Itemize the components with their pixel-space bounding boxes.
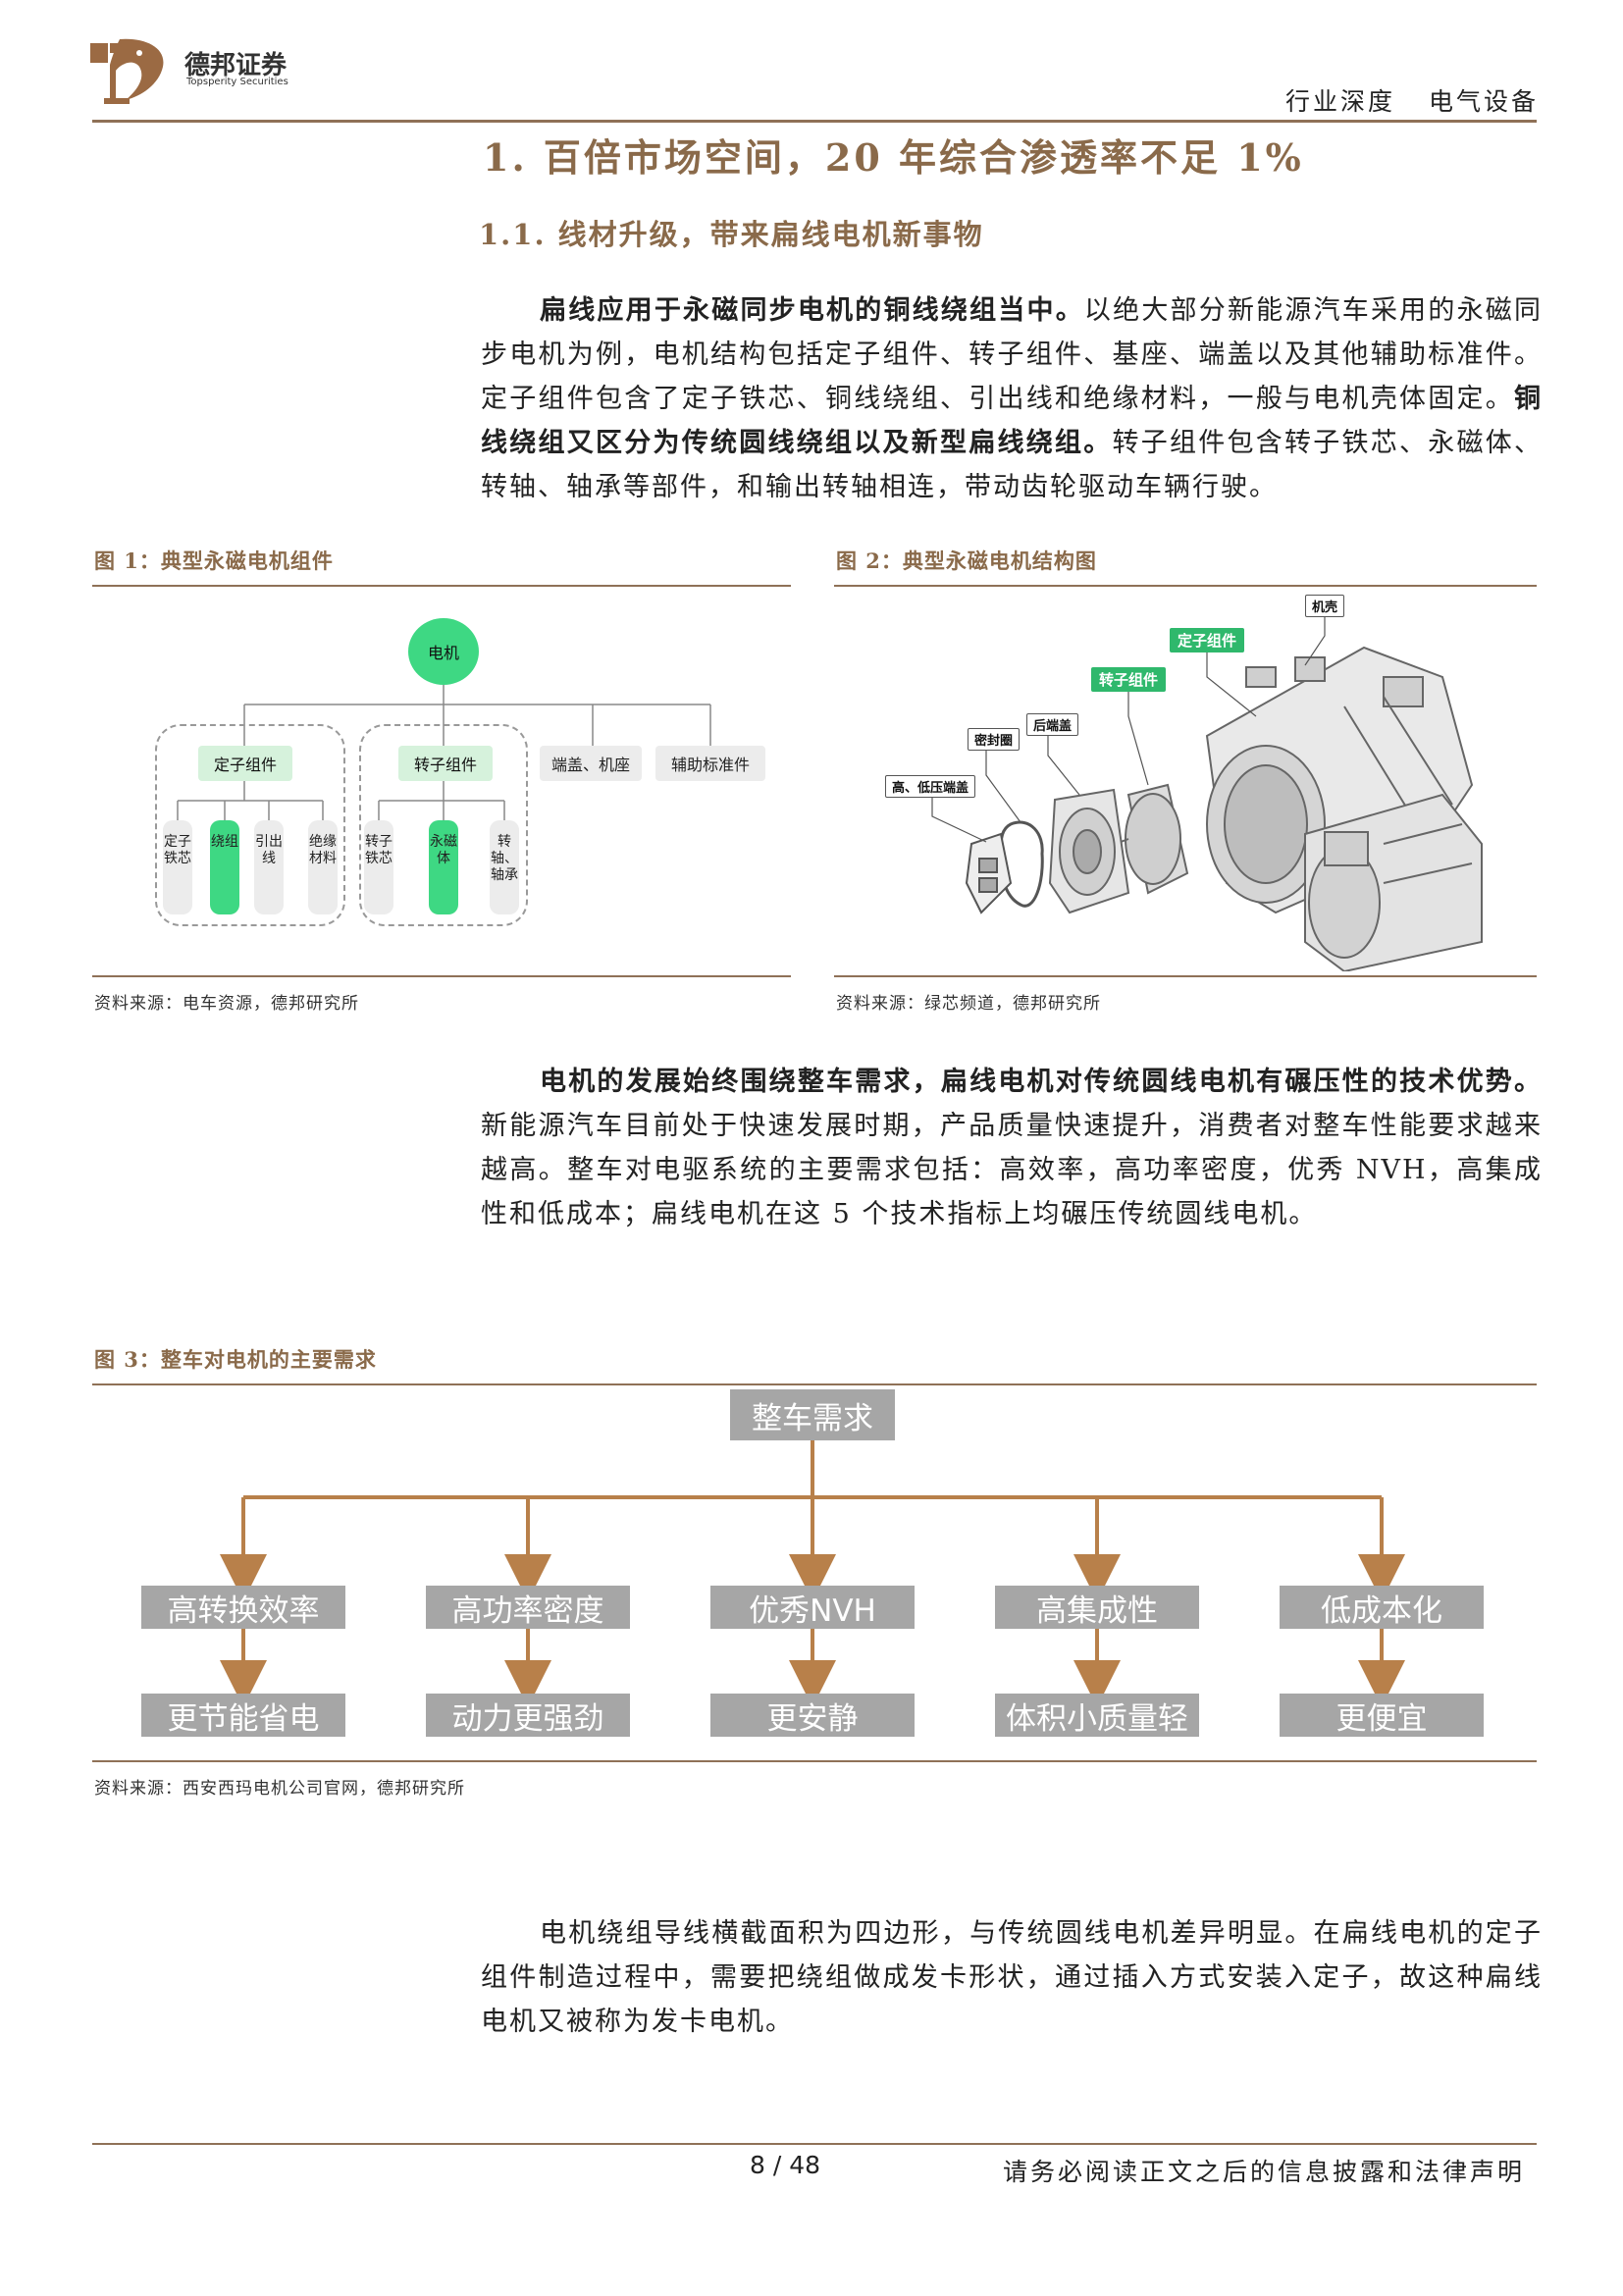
header-rule [92,120,1537,123]
paragraph-1-bold-2: 铜线绕组又区分为传统圆线绕组以及新型扁线绕组。 [481,384,1543,458]
logo-mark-icon [90,38,164,105]
figure-3-diagram: 整车需求 高转换效率 高功率密度 优秀NVH 高集成性 低成本化 更节能省电 动… [92,1383,1537,1756]
paragraph-2: 电机的发展始终围绕整车需求，扁线电机对传统圆线电机有碾压性的技术优势。新能源汽车… [481,1060,1543,1236]
figure-1-bottom-rule [92,975,791,977]
figure-2-source: 资料来源：绿芯频道，德邦研究所 [836,994,1101,1014]
paragraph-2-bold: 电机的发展始终围绕整车需求，扁线电机对传统圆线电机有碾压性的技术优势。 [540,1067,1543,1097]
figure-3-need-box: 高转换效率 [141,1586,345,1629]
figure-2-label-housing: 机壳 [1305,595,1345,617]
figure-1-leaf: 绕组 [210,820,239,914]
paragraph-1-bold-1: 扁线应用于永磁同步电机的铜线绕组当中。 [540,295,1084,326]
figure-2-bottom-rule [834,975,1537,977]
figure-1-title: 图 1：典型永磁电机组件 [94,548,334,573]
figure-1-leaf: 绝缘材料 [308,820,338,914]
header-report-type: 行业深度 [1284,87,1395,116]
figure-3-source: 资料来源：西安西玛电机公司官网，德邦研究所 [94,1779,465,1799]
figure-2-label-seal: 密封圈 [968,728,1021,751]
figure-1-end-cover-node: 端盖、机座 [540,746,642,781]
figure-3-result-box: 更节能省电 [141,1694,345,1737]
figure-3-need-box: 低成本化 [1280,1586,1484,1629]
figure-2-label-rear-cover: 后端盖 [1026,713,1079,736]
figure-1-rotor-node: 转子组件 [398,746,493,781]
page-number: 8 / 48 [750,2151,821,2179]
figure-3-result-box: 更便宜 [1280,1694,1484,1737]
figure-1-leaf: 引出线 [254,820,284,914]
header-category: 行业深度 电气设备 [1285,82,1539,118]
figure-3-result-box: 动力更强劲 [426,1694,630,1737]
figure-3-result-box: 体积小质量轻 [995,1694,1199,1737]
figure-2-label-stator: 定子组件 [1170,628,1245,652]
header-industry: 电气设备 [1428,87,1539,116]
figure-2-top-rule [834,585,1537,587]
figure-2-illustration: 机壳 定子组件 转子组件 后端盖 密封圈 高、低压端盖 [834,589,1537,971]
figure-3-need-box: 高功率密度 [426,1586,630,1629]
figure-2-label-hv-lv-cover: 高、低压端盖 [885,775,976,798]
figure-2-title: 图 2：典型永磁电机结构图 [836,548,1097,573]
figure-1-leaf: 转子铁芯 [364,820,393,914]
figure-3-top-rule [92,1383,1537,1385]
figure-3-result-box: 更安静 [710,1694,915,1737]
paragraph-3-text: 电机绕组导线横截面积为四边形，与传统圆线电机差异明显。在扁线电机的定子组件制造过… [481,1918,1543,2037]
paragraph-1: 扁线应用于永磁同步电机的铜线绕组当中。以绝大部分新能源汽车采用的永磁同步电机为例… [481,288,1543,509]
paragraph-3: 电机绕组导线横截面积为四边形，与传统圆线电机差异明显。在扁线电机的定子组件制造过… [481,1911,1543,2044]
logo [90,37,169,106]
section-subtitle: 1.1. 线材升级，带来扁线电机新事物 [479,218,984,251]
footer-rule [92,2143,1537,2145]
motor-exploded-view-icon [931,610,1483,971]
figure-1-aux-node: 辅助标准件 [655,746,765,781]
figure-1-stator-node: 定子组件 [198,746,292,781]
paragraph-1-text-2: 转子组件包含转子铁芯、永磁体、转轴、轴承等部件，和输出转轴相连，带动齿轮驱动车辆… [481,428,1543,502]
footer-disclaimer: 请务必阅读正文之后的信息披露和法律声明 [1002,2158,1525,2186]
logo-text-en: Topsperity Securities [186,77,288,87]
figure-1-leaf: 转轴、轴承 [490,820,519,914]
paragraph-2-text: 新能源汽车目前处于快速发展时期，产品质量快速提升，消费者对整车性能要求越来越高。… [481,1111,1543,1229]
figure-1-leaf: 永磁体 [429,820,458,914]
paragraph-1-text-1: 以绝大部分新能源汽车采用的永磁同步电机为例，电机结构包括定子组件、转子组件、基座… [481,295,1544,414]
figure-1-source: 资料来源：电车资源，德邦研究所 [94,994,359,1014]
figure-2-label-rotor: 转子组件 [1091,667,1167,692]
figure-1-stator-group [155,724,345,926]
figure-3-need-box: 高集成性 [995,1586,1199,1629]
figure-1-leaf: 定子铁芯 [163,820,192,914]
section-title: 1. 百倍市场空间，20 年综合渗透率不足 1% [483,135,1304,180]
figure-1-root-node: 电机 [408,618,479,685]
figure-3-title: 图 3：整车对电机的主要需求 [94,1347,377,1372]
figure-3-connectors [220,1440,1405,1707]
figure-3-need-box: 优秀NVH [710,1586,915,1629]
figure-1-diagram: 电机 定子组件 转子组件 端盖、机座 辅助标准件 定子铁芯 绕组 引出线 绝缘材… [92,589,791,971]
figure-1-rotor-group [359,724,528,926]
logo-text-cn: 德邦证券 [184,51,288,80]
figure-3-bottom-rule [92,1760,1537,1762]
figure-1-connectors [177,685,711,820]
figure-1-top-rule [92,585,791,587]
figure-3-root-box: 整车需求 [730,1389,895,1440]
